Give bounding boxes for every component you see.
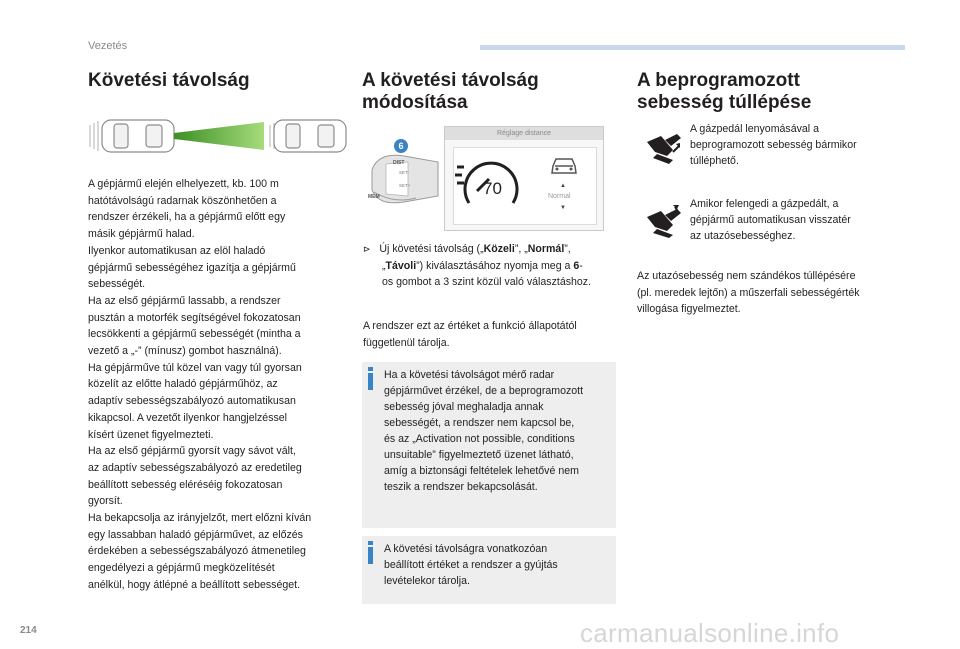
info-box-radar: Ha a követési távolságot mérő radar gépj… — [362, 362, 616, 528]
col1-title: Követési távolság — [88, 70, 250, 91]
header-bar — [480, 45, 905, 50]
stalk-label-set-plus: SET+ — [399, 183, 411, 188]
display-up-arrow-icon: ▲ — [560, 183, 566, 189]
col2-title: A követési távolság módosítása — [362, 70, 539, 113]
col3-body: Az utazósebesség nem szándékos túllépésé… — [637, 270, 860, 316]
info-icon — [368, 541, 373, 564]
col2-note: A rendszer ezt az értéket a funkció álla… — [363, 320, 577, 349]
arrow-bullet-icon: ⊳ — [363, 244, 371, 254]
stalk-label-dist: DIST — [393, 160, 405, 166]
callout-6-badge: 6 — [394, 139, 408, 153]
col1-body: A gépjármű elején elhelyezett, kb. 100 m… — [88, 178, 312, 591]
page-number: 214 — [20, 625, 37, 636]
stalk-label-set-minus: SET- — [399, 170, 410, 175]
col2-instruction: ⊳ Új követési távolság („Közeli”, „Normá… — [363, 243, 592, 289]
foot-pressing-pedal-icon — [647, 134, 681, 164]
speedometer-icon — [455, 161, 519, 204]
radar-beam-icon — [174, 122, 264, 150]
info-box-memory-text: A követési távolságra vonatkozóan beállí… — [384, 543, 558, 587]
motion-lines-icon — [89, 121, 99, 151]
foot-releasing-pedal-icon — [647, 205, 681, 238]
display-mode: Normal — [548, 193, 571, 200]
section-label: Vezetés — [88, 40, 128, 52]
col3-item2-text: Amikor felengedi a gázpedált, a gépjármű… — [690, 198, 851, 242]
info-box-memory: A követési távolságra vonatkozóan beállí… — [362, 536, 616, 604]
radar-illustration — [89, 119, 347, 153]
display-speed: 70 — [483, 179, 502, 198]
distance-display: Réglage distance 70 ▲ Normal ▼ — [444, 126, 604, 231]
car-front-icon — [551, 158, 577, 174]
col3-title: A beprogramozott sebesség túllépése — [637, 70, 812, 113]
display-header: Réglage distance — [445, 127, 603, 140]
watermark: carmanualsonline.info — [580, 618, 840, 648]
stalk-illustration: DIST SET- SET+ MEM 6 — [364, 134, 440, 224]
col3-item1-text: A gázpedál lenyomásával a beprogramozott… — [690, 123, 857, 167]
info-icon — [368, 367, 373, 390]
display-down-arrow-icon: ▼ — [560, 205, 566, 211]
info-box-radar-text: Ha a követési távolságot mérő radar gépj… — [384, 369, 584, 493]
car-ahead-icon — [273, 119, 347, 153]
stalk-label-mem: MEM — [368, 194, 380, 200]
own-car-icon — [101, 119, 175, 153]
